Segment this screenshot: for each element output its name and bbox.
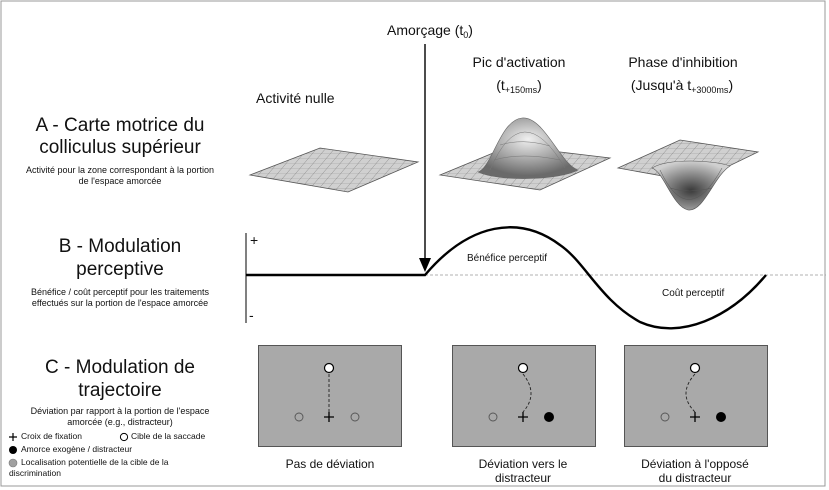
phase-inhibition-title: Phase d'inhibition	[628, 54, 738, 70]
cost-label: Coût perceptif	[662, 288, 725, 299]
panel-3-caption-1: Déviation à l'opposé	[641, 457, 749, 471]
saccade-path	[685, 373, 696, 413]
inhibition-pit-map	[616, 139, 760, 211]
left-location-icon	[488, 412, 498, 422]
section-a-title-1: A - Carte motrice du	[35, 115, 205, 136]
saccade-path	[522, 373, 532, 413]
discrimination-legend-icon	[8, 458, 18, 468]
section-c-title-2: trajectoire	[78, 380, 162, 401]
fixation-legend-icon	[9, 433, 17, 441]
saccade-target-icon	[323, 362, 335, 374]
target-legend-icon	[119, 432, 129, 442]
panel-3-caption-2: du distracteur	[658, 471, 732, 485]
plus-sign: +	[250, 232, 259, 248]
panel-toward-distractor	[452, 345, 596, 447]
fixation-cross-icon	[518, 412, 528, 422]
panel-no-deviation-drawing	[294, 362, 360, 422]
distractor-legend-icon	[9, 446, 17, 454]
section-a-desc-1: Activité pour la zone correspondant à la…	[25, 165, 215, 175]
fixation-cross-icon	[690, 412, 700, 422]
saccade-target-icon	[517, 362, 529, 374]
section-c-desc-1: Déviation par rapport à la portion de l'…	[30, 406, 210, 416]
legend-target: Cible de la saccade	[131, 431, 206, 441]
left-location-icon	[660, 412, 670, 422]
priming-arrow	[419, 44, 431, 272]
right-location-icon	[350, 412, 360, 422]
panel-away-from-distractor-drawing	[660, 362, 726, 422]
section-a-title-2: colliculus supérieur	[39, 137, 201, 158]
legend-distractor: Amorce exogène / distracteur	[21, 444, 133, 454]
section-c-title-1: C - Modulation de	[45, 357, 195, 378]
section-b-title-1: B - Modulation	[58, 236, 182, 257]
distractor-icon	[544, 412, 554, 422]
panel-away-from-distractor	[624, 345, 768, 447]
legend-symbols	[8, 432, 129, 468]
modulation-curve	[246, 226, 767, 330]
phase-inhibition-time: (Jusqu'à t+3000ms)	[630, 77, 734, 95]
section-c-desc-2: amorcée (e.g., distracteur)	[67, 417, 173, 427]
left-location-icon	[294, 412, 304, 422]
panel-1-caption: Pas de déviation	[285, 457, 375, 471]
panel-toward-distractor-drawing	[488, 362, 554, 422]
panel-2-caption-2: distracteur	[494, 471, 552, 485]
distractor-icon	[716, 412, 726, 422]
benefit-label: Bénéfice perceptif	[467, 253, 548, 264]
flat-activity-map	[248, 147, 420, 193]
phase-peak-time: (t+150ms)	[496, 77, 542, 95]
fixation-cross-icon	[324, 412, 334, 422]
phase-null-label: Activité nulle	[256, 90, 335, 106]
panel-2-caption-1: Déviation vers le	[478, 457, 568, 471]
priming-label: Amorçage (t0)	[387, 22, 473, 40]
phase-peak-title: Pic d'activation	[472, 54, 566, 70]
section-b-desc-2: effectués sur la portion de l'espace amo…	[31, 298, 209, 308]
section-b-title-2: perceptive	[76, 259, 164, 280]
section-a-desc-2: de l'espace amorcée	[78, 176, 162, 186]
section-b-desc-1: Bénéfice / coût perceptif pour les trait…	[30, 287, 210, 297]
legend-fixation: Croix de fixation	[21, 431, 82, 441]
saccade-target-icon	[689, 362, 701, 374]
legend-discrimination-2: discrimination	[9, 468, 61, 478]
minus-sign: -	[249, 307, 254, 323]
perceptual-modulation-plot	[245, 226, 826, 330]
activation-peak-map	[438, 117, 612, 191]
panel-no-deviation	[258, 345, 402, 447]
legend-discrimination-1: Localisation potentielle de la cible de …	[21, 457, 169, 467]
